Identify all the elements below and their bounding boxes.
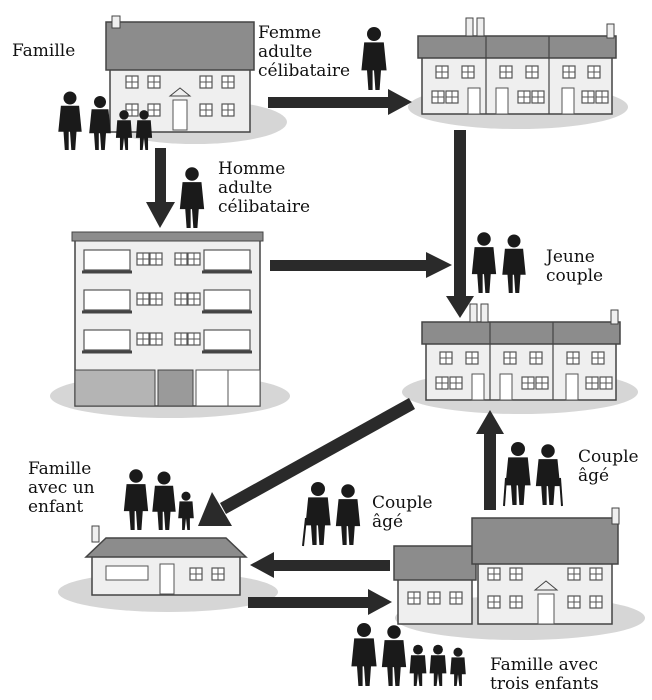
elderly-couple-mid-figures [302,482,361,547]
arrow-family-to-terrace [268,89,412,115]
arrow-apartment-to-terrace [270,252,452,278]
terrace-houses-middle [422,304,620,400]
arrow-terrace-to-bungalow [198,398,415,526]
apartment-block [71,231,264,407]
arrow-terrace-down [446,130,474,318]
people-figures [58,26,563,686]
arrow-large-house-to-bungalow [250,552,390,578]
bungalow [84,525,248,596]
family-house [105,15,255,133]
elderly-couple-right-figures [503,442,563,507]
large-detached-house [393,507,620,625]
single-man-figure [179,167,205,228]
terrace-houses-top [418,18,616,114]
family-one-child-figures [123,469,194,530]
label-femme-adulte-celibataire: Femme adulte célibataire [258,23,351,81]
label-couple-age-mid: Couple âgé [372,493,433,532]
arrow-family-to-apartment [146,148,175,228]
label-famille: Famille [12,41,76,61]
label-famille-avec-un-enfant: Famille avec un enfant [28,459,95,517]
arrow-bungalow-to-large-house [248,589,392,615]
label-jeune-couple: Jeune couple [546,247,604,286]
young-couple-figures [471,232,526,293]
flow-arrows [146,89,504,615]
single-woman-figure [361,26,387,90]
arrow-large-house-up [476,410,504,510]
label-homme-adulte-celibataire: Homme adulte célibataire [218,159,311,217]
label-couple-age-right: Couple âgé [578,447,639,486]
label-famille-avec-trois-enfants: Famille avec trois enfants [490,655,599,694]
